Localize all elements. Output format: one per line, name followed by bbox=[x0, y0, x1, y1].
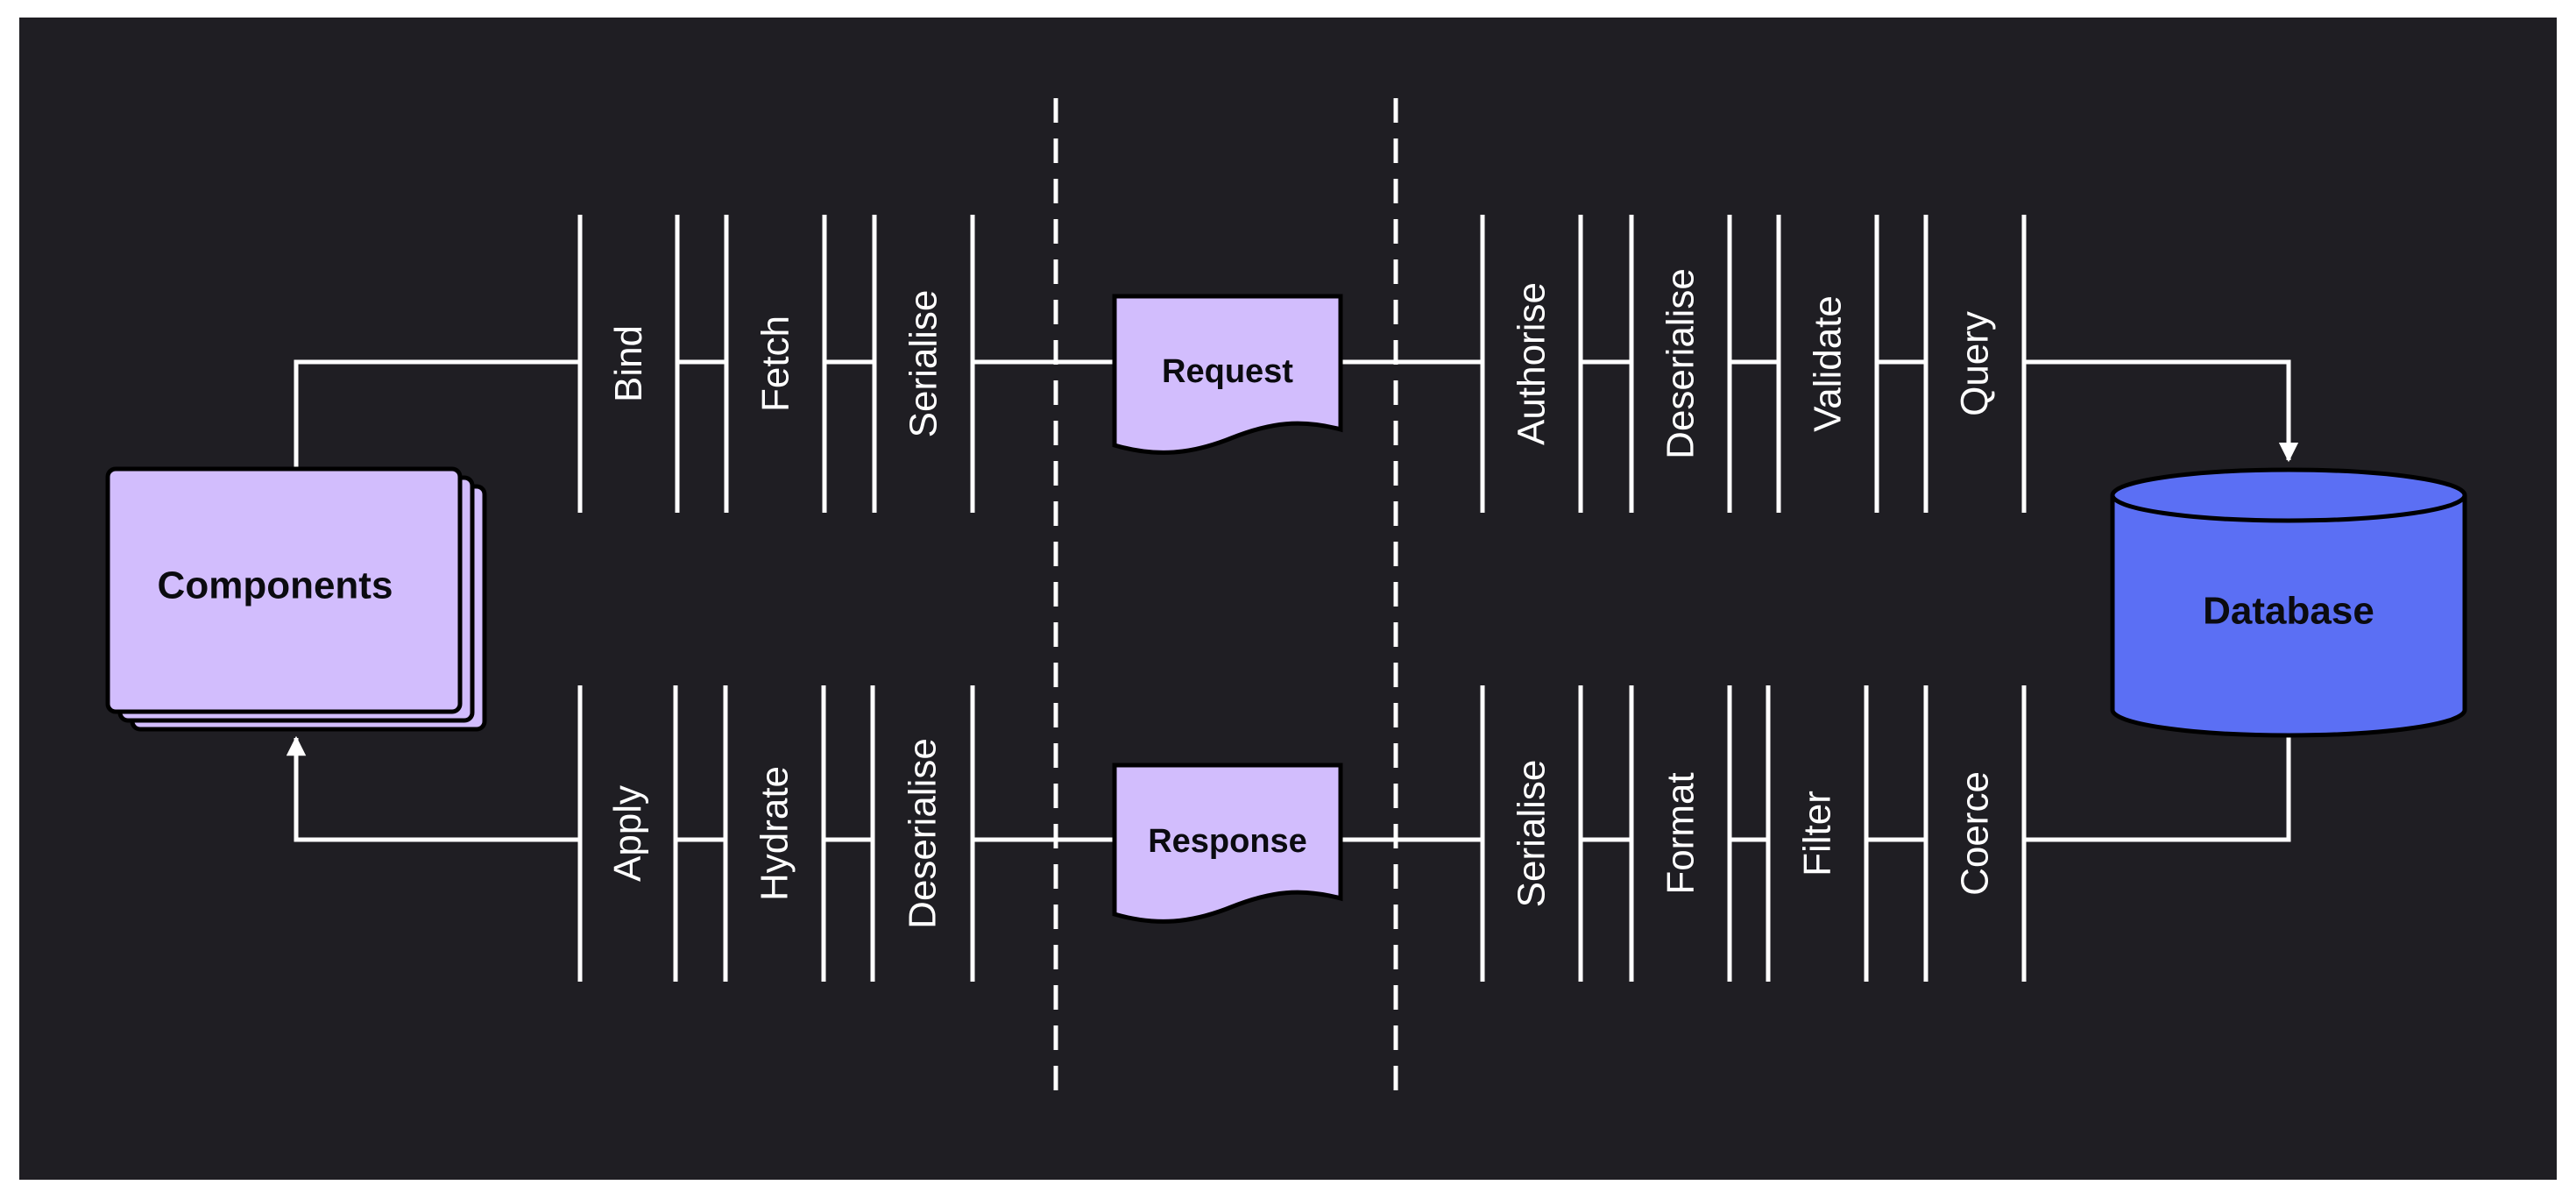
stage-authorise: Authorise bbox=[1480, 215, 1583, 513]
stage-deserialise-server: Deserialise bbox=[1629, 215, 1732, 513]
stage-apply-label: Apply bbox=[606, 785, 649, 882]
stage-bind-label: Bind bbox=[607, 325, 650, 402]
stage-fetch-label: Fetch bbox=[754, 316, 797, 412]
stage-coerce-label: Coerce bbox=[1954, 771, 1997, 896]
stage-format-label: Format bbox=[1660, 772, 1702, 894]
stage-deserialise-client: Deserialise bbox=[870, 685, 975, 982]
query-to-database-arrow bbox=[2024, 359, 2299, 463]
stage-filter: Filter bbox=[1766, 685, 1869, 982]
stage-serialise-server: Serialise bbox=[1480, 685, 1583, 982]
database-node: Database bbox=[2110, 467, 2467, 738]
components-label: Components bbox=[158, 564, 393, 607]
components-to-request-line bbox=[294, 359, 580, 467]
stage-query-label: Query bbox=[1954, 311, 1997, 416]
request-label: Request bbox=[1162, 353, 1293, 390]
response-to-components-arrow bbox=[286, 735, 580, 842]
stage-deserialise-client-label: Deserialise bbox=[902, 738, 945, 929]
stage-hydrate-label: Hydrate bbox=[754, 766, 796, 901]
stage-authorise-label: Authorise bbox=[1511, 282, 1553, 445]
stage-validate: Validate bbox=[1776, 215, 1879, 513]
response-label: Response bbox=[1148, 823, 1307, 860]
stage-hydrate: Hydrate bbox=[723, 685, 826, 982]
stage-deserialise-server-label: Deserialise bbox=[1660, 268, 1702, 459]
stage-serialise-label: Serialise bbox=[902, 290, 945, 438]
response-node: Response bbox=[1112, 763, 1343, 924]
database-label: Database bbox=[2203, 590, 2374, 633]
database-to-response-line bbox=[2024, 732, 2291, 842]
stage-query: Query bbox=[1923, 215, 2027, 513]
stage-serialise-server-label: Serialise bbox=[1511, 760, 1553, 908]
stage-filter-label: Filter bbox=[1796, 791, 1839, 876]
components-node: Components bbox=[105, 466, 487, 732]
stage-validate-label: Validate bbox=[1807, 295, 1850, 432]
stage-serialise: Serialise bbox=[872, 215, 975, 513]
stage-apply: Apply bbox=[577, 685, 678, 982]
stage-coerce: Coerce bbox=[1923, 685, 2027, 982]
request-node: Request bbox=[1112, 294, 1343, 455]
stage-format: Format bbox=[1629, 685, 1732, 982]
